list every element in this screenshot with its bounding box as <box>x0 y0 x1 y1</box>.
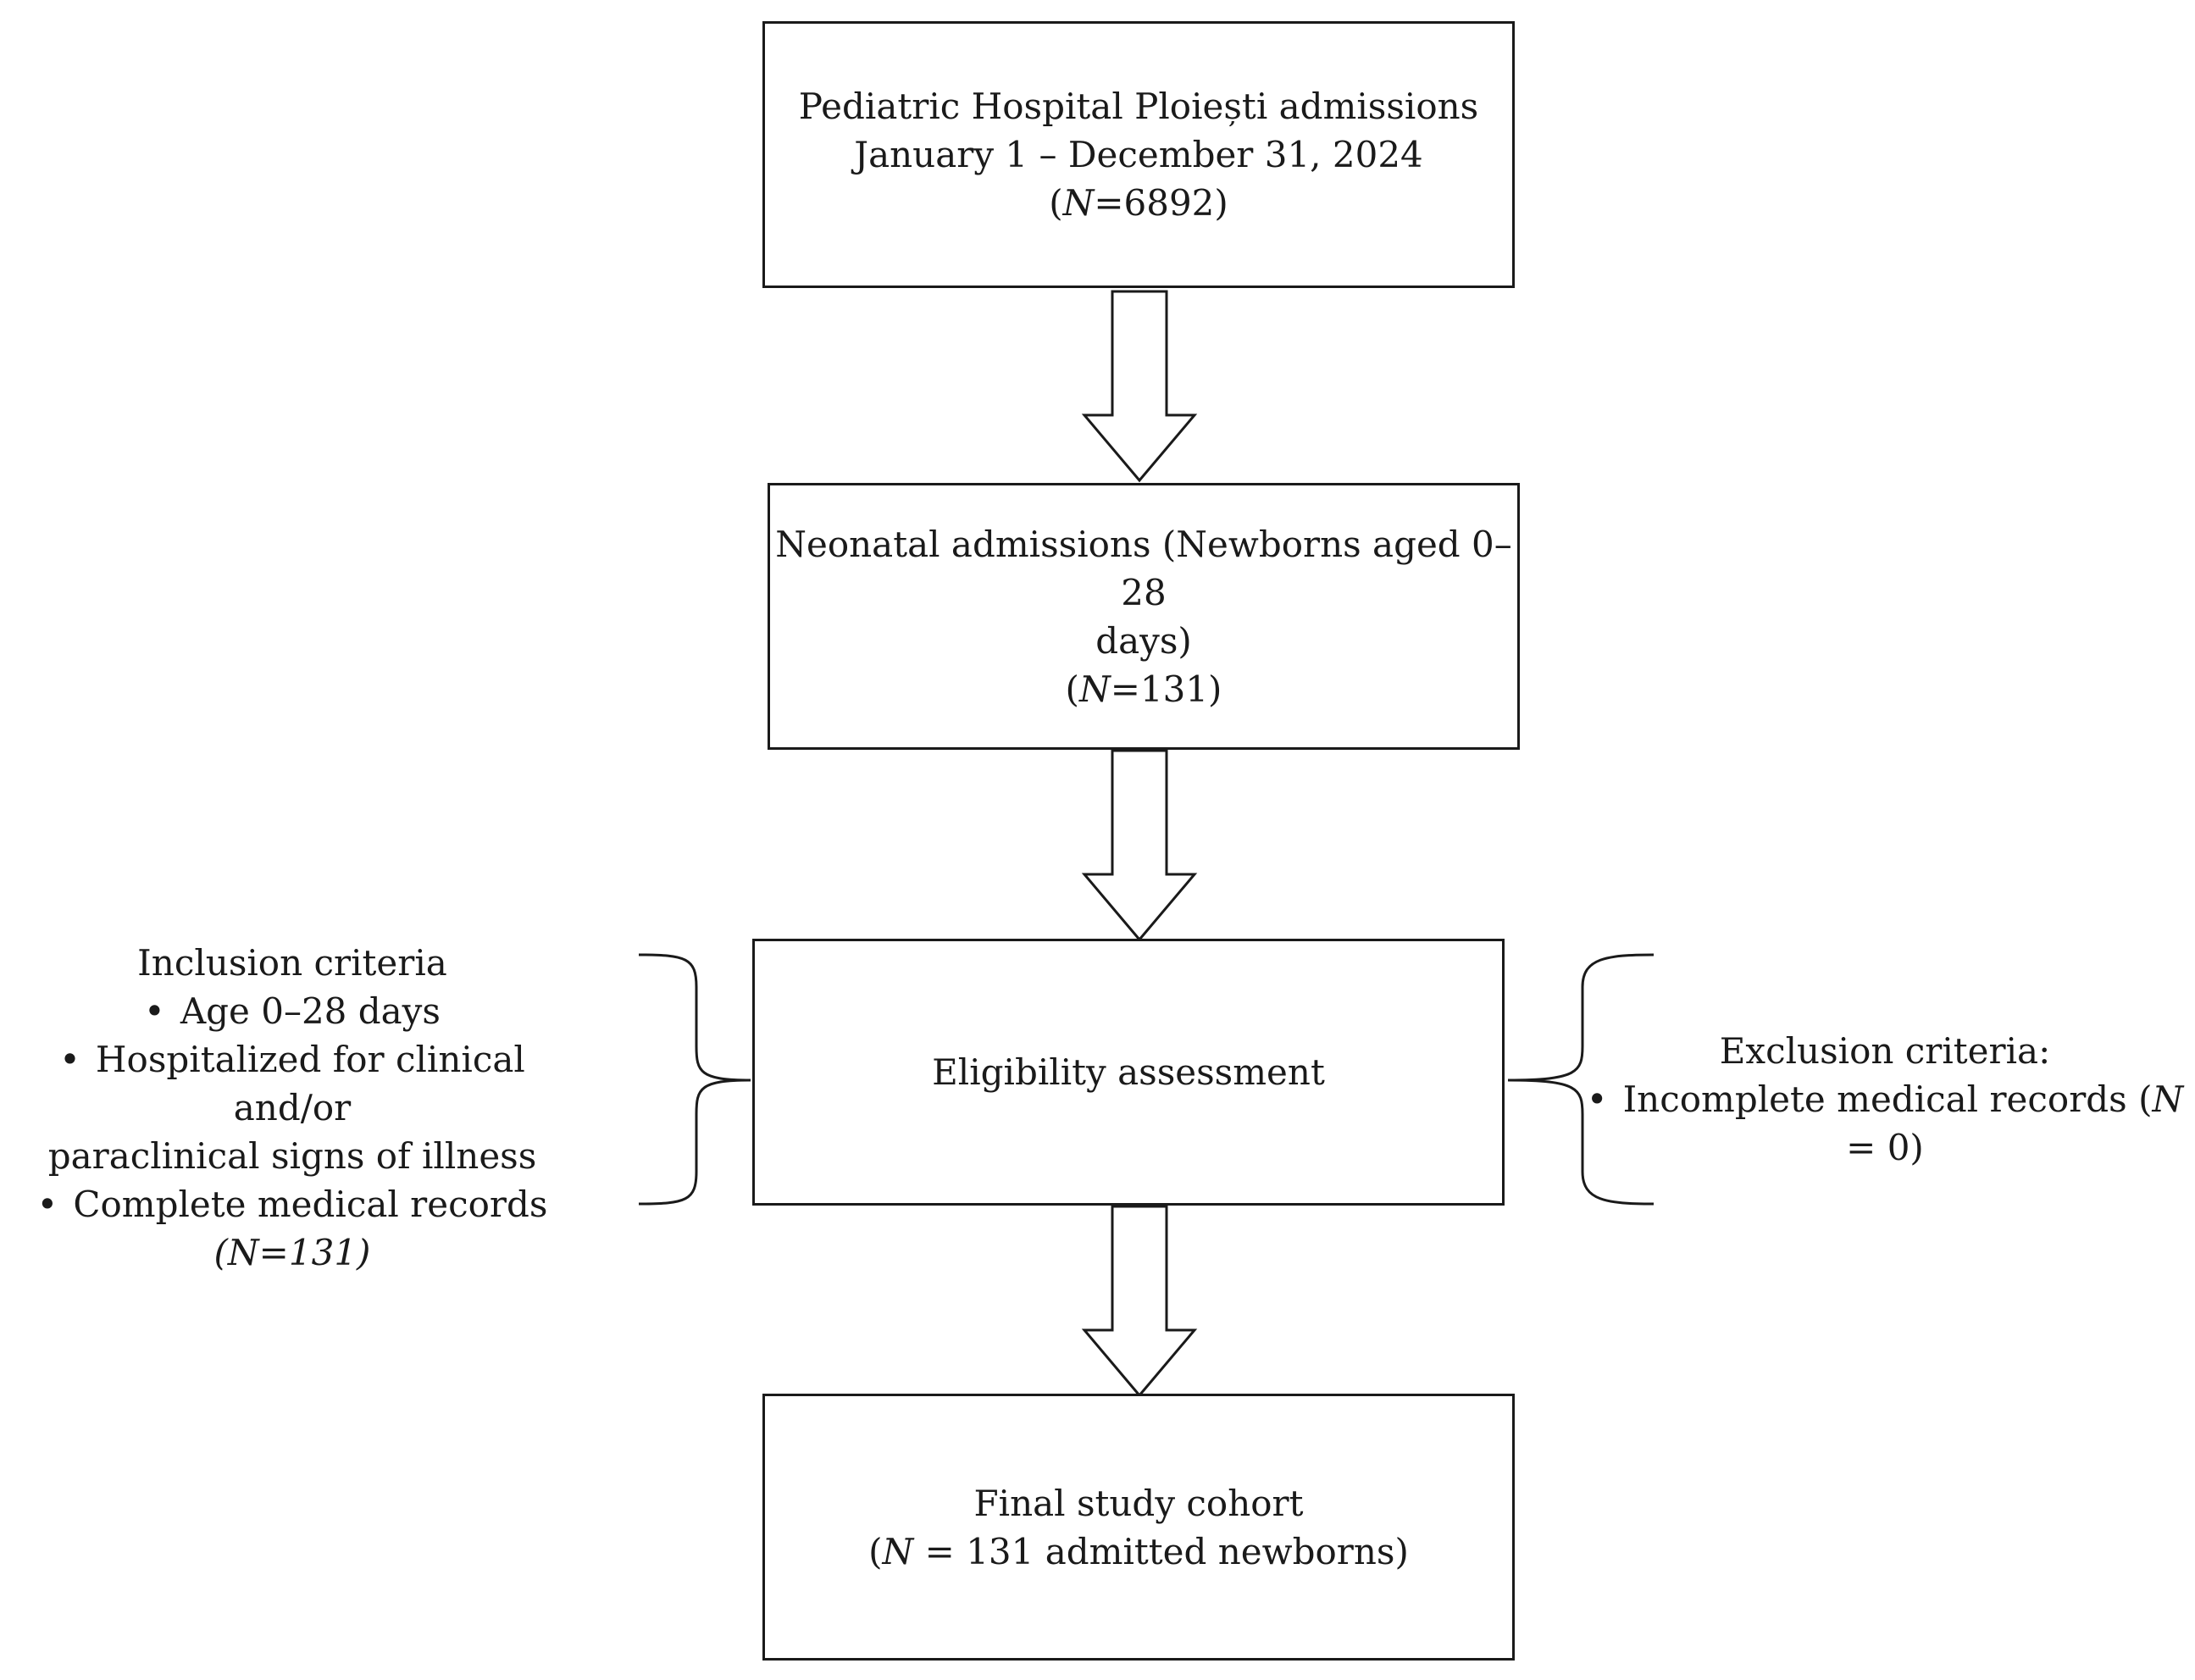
inclusion-criteria: Inclusion criteria •Age 0–28 days •Hospi… <box>8 939 576 1277</box>
admissions-title: Pediatric Hospital Ploiești admissions <box>798 86 1479 127</box>
inclusion-item-records: •Complete medical records <box>36 1184 548 1225</box>
eligibility-label: Eligibility assessment <box>932 1051 1325 1093</box>
arrow-down-3 <box>1081 1205 1198 1398</box>
admissions-date-range: January 1 – December 31, 2024 <box>854 134 1423 175</box>
final-cohort-count: (N = 131 admitted newborns) <box>868 1530 1409 1572</box>
exclusion-title: Exclusion criteria: <box>1719 1030 2051 1072</box>
neonatal-title-cont: days) <box>1095 619 1192 662</box>
arrow-down-2 <box>1081 749 1198 942</box>
final-cohort-title: Final study cohort <box>973 1482 1304 1524</box>
eligibility-box: Eligibility assessment <box>752 939 1505 1206</box>
inclusion-item-hospitalized-cont: paraclinical signs of illness <box>47 1135 537 1177</box>
inclusion-item-age: •Age 0–28 days <box>144 990 441 1032</box>
neonatal-count: (N=131) <box>1065 668 1222 710</box>
exclusion-criteria: Exclusion criteria: •Incomplete medical … <box>1584 1027 2186 1172</box>
exclusion-item-records: •Incomplete medical records (N = 0) <box>1586 1078 2184 1168</box>
exclusion-brace <box>1507 953 1655 1206</box>
admissions-count: (N=6892) <box>1049 182 1228 224</box>
final-cohort-box: Final study cohort (N = 131 admitted new… <box>762 1394 1515 1661</box>
inclusion-title: Inclusion criteria <box>137 942 447 984</box>
admissions-box: Pediatric Hospital Ploiești admissions J… <box>762 21 1515 288</box>
inclusion-brace <box>638 953 751 1206</box>
inclusion-count: (N=131) <box>213 1232 371 1273</box>
inclusion-item-hospitalized: •Hospitalized for clinical and/or <box>59 1039 525 1128</box>
arrow-down-1 <box>1081 290 1198 483</box>
neonatal-box: Neonatal admissions (Newborns aged 0–28 … <box>768 483 1520 750</box>
neonatal-title: Neonatal admissions (Newborns aged 0–28 <box>775 523 1512 613</box>
